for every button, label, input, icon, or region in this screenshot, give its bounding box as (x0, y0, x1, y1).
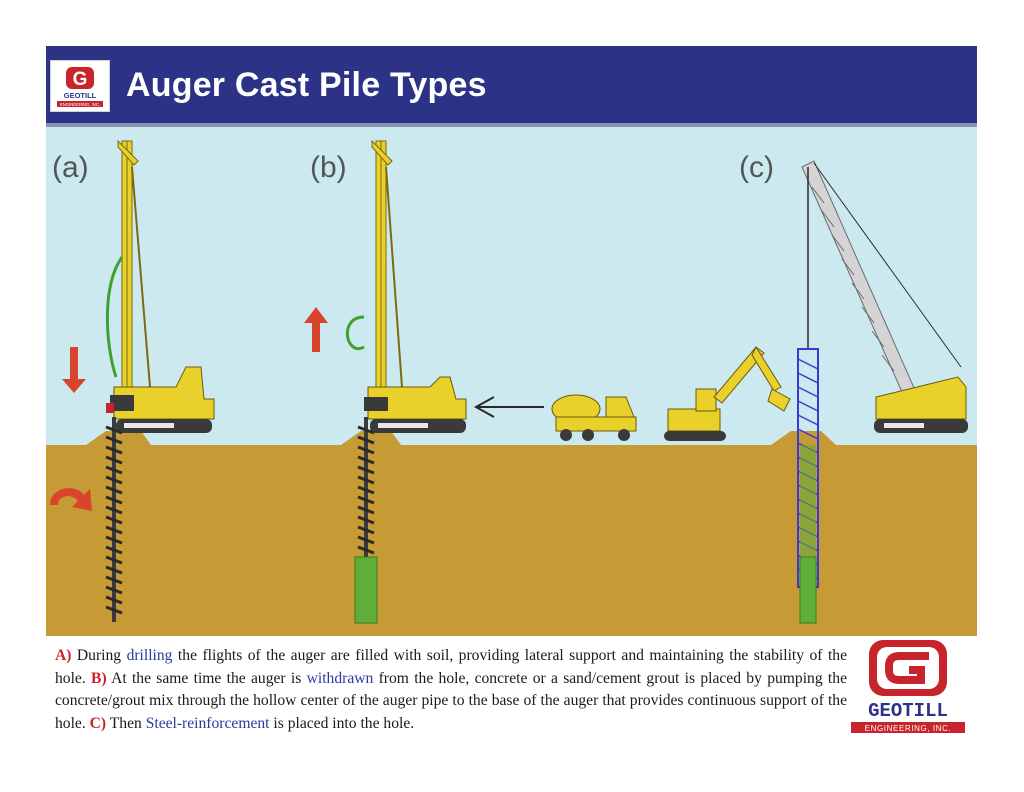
ground (46, 445, 977, 636)
caption-text: A) During drilling the flights of the au… (55, 645, 847, 735)
caption-key-b: B) (91, 669, 107, 687)
panel-label-c: (c) (739, 151, 774, 184)
title-underline (46, 123, 977, 127)
concrete-pile-c (799, 556, 817, 624)
header-logo: G GEOTILL ENGINEERING, INC. (50, 60, 110, 112)
svg-text:G: G (73, 69, 88, 90)
rotate-arrow-icon (50, 488, 92, 511)
title-bar (46, 46, 977, 123)
drill-rig-a (50, 139, 215, 622)
pile-types-illustration: (a) (b) (c) (46, 127, 977, 636)
panel-label-a: (a) (52, 151, 89, 184)
caption-c-text-2: is placed into the hole. (269, 714, 415, 732)
excavator (664, 345, 791, 441)
caption-a-text-2: the flights of the auger are filled with… (55, 647, 847, 687)
auger-b (357, 417, 375, 557)
panel-label-b: (b) (310, 151, 347, 184)
caption-b-text-1: At the same time the auger is (106, 669, 307, 687)
link-withdrawn[interactable]: withdrawn (306, 669, 374, 687)
header-logo-text: GEOTILL (64, 91, 97, 100)
steel-reinforcement-cage (797, 348, 819, 624)
link-drilling[interactable]: drilling (126, 647, 173, 664)
logo-name: GEOTILL (868, 700, 948, 722)
down-arrow-icon (62, 347, 86, 393)
caption-key-a: A) (55, 647, 72, 664)
caption-a-text-1: During (71, 647, 127, 664)
auger-a (105, 417, 123, 622)
crawler-crane (801, 160, 968, 433)
caption-key-c: C) (89, 714, 107, 732)
link-steel-reinforcement[interactable]: Steel-reinforcement (145, 714, 270, 732)
concrete-mixer-truck (551, 394, 637, 441)
concrete-pile-b (354, 556, 378, 624)
flow-arrow-icon (473, 396, 544, 418)
header-logo-subtext: ENGINEERING, INC. (60, 102, 100, 107)
caption-c-text-1: Then (106, 714, 146, 732)
drill-rig-b (304, 139, 467, 624)
geotill-logo: GEOTILL ENGINEERING, INC. (847, 636, 969, 736)
logo-sub: ENGINEERING, INC. (865, 724, 952, 733)
page-title: Auger Cast Pile Types (126, 66, 487, 104)
up-arrow-icon (304, 307, 328, 352)
caption-b-text-2: from the hole, concrete or a sand/cement… (55, 669, 847, 732)
